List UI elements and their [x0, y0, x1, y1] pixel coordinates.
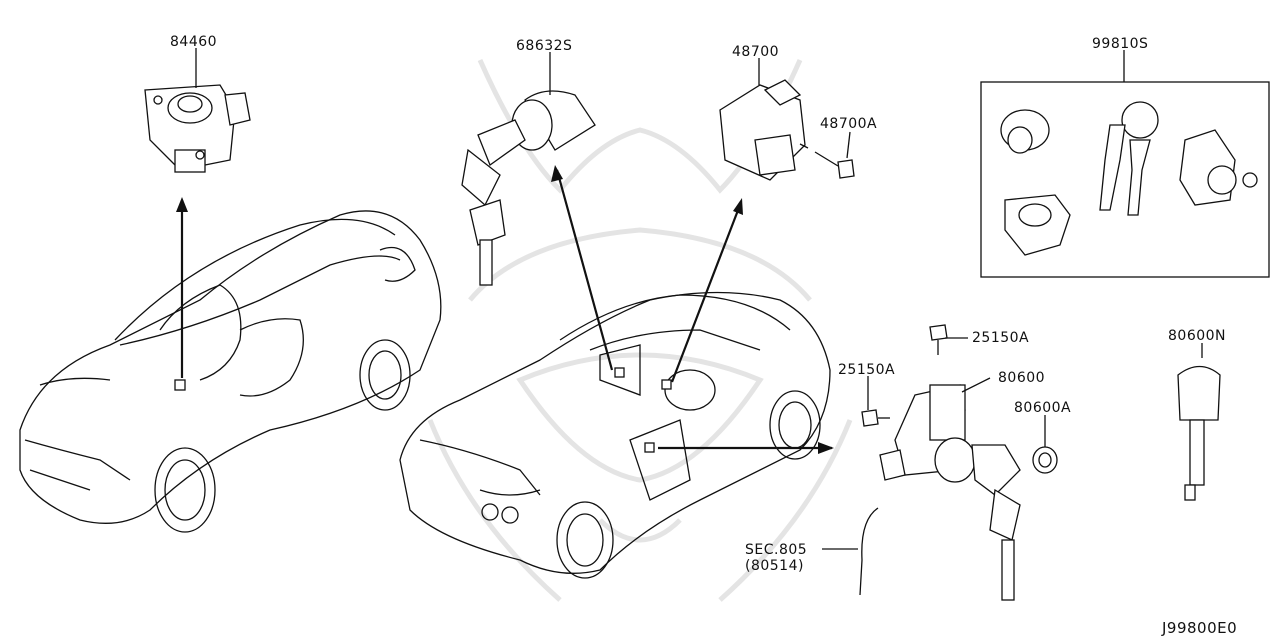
callout-arrows — [176, 165, 834, 454]
label-68632s: 68632S — [516, 38, 572, 54]
screw-25150a-top-part[interactable] — [929, 324, 948, 355]
car-rear-view-illustration — [19, 210, 442, 533]
leader-lines — [195, 48, 1203, 550]
car-front-view-illustration — [399, 291, 831, 579]
screw-25150a-left-part[interactable] — [861, 409, 890, 427]
key-cylinder-set-part[interactable] — [461, 90, 596, 286]
part-labels: 84460 68632S 48700 48700A 99810S 25150A … — [170, 34, 1237, 637]
label-80600n: 80600N — [1168, 328, 1226, 344]
label-25150a-left: 25150A — [838, 362, 895, 378]
diagram-code: J99800E0 — [1161, 619, 1237, 637]
ignition-switch-part[interactable] — [144, 84, 251, 173]
key-set-kit-box[interactable] — [980, 81, 1270, 278]
section-reference-line1: SEC.805 — [745, 542, 807, 558]
label-80600: 80600 — [998, 370, 1045, 386]
label-99810s: 99810S — [1092, 36, 1148, 52]
label-84460: 84460 — [170, 34, 217, 50]
label-48700a: 48700A — [820, 116, 877, 132]
bolt-48700a-part[interactable] — [799, 143, 855, 179]
steering-lock-part[interactable] — [719, 79, 806, 181]
key-80600n-part[interactable] — [1177, 365, 1221, 501]
label-48700: 48700 — [732, 44, 779, 60]
clip-80600a-part[interactable] — [1032, 446, 1058, 474]
door-lock-rod — [859, 507, 879, 596]
label-25150a-top: 25150A — [972, 330, 1029, 346]
label-80600a: 80600A — [1014, 400, 1071, 416]
section-reference-line2: (80514) — [745, 558, 804, 574]
door-lock-cylinder-part[interactable] — [879, 384, 1021, 601]
